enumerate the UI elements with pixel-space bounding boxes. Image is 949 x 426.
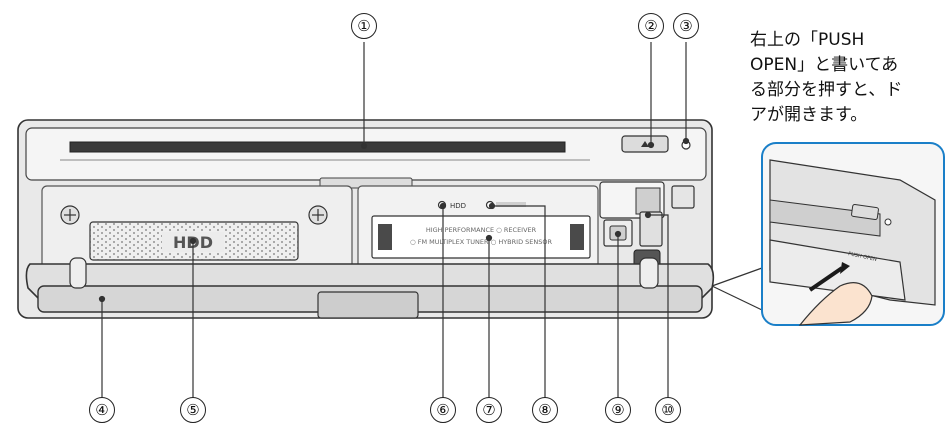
note-line-1: 右上の「PUSH bbox=[750, 30, 865, 50]
callout-5: ⑤ bbox=[180, 397, 206, 423]
note-line-3: る部分を押すと、ド bbox=[750, 80, 903, 100]
callout-8: ⑧ bbox=[532, 397, 558, 423]
release-lever[interactable] bbox=[639, 211, 663, 247]
receiver-text-line2: ○ FM MULTIPLEX TUNER ○ HYBRID SENSOR bbox=[410, 238, 552, 246]
callout-2: ② bbox=[638, 13, 664, 39]
hdd-indicator-label: HDD bbox=[450, 202, 466, 210]
eject-button[interactable] bbox=[621, 135, 669, 153]
note-line-4: アが開きます。 bbox=[750, 105, 868, 125]
front-door[interactable] bbox=[25, 257, 715, 319]
callout-7: ⑦ bbox=[476, 397, 502, 423]
callout-10: ⑩ bbox=[655, 397, 681, 423]
receiver-compartment: HDD HIGH PERFORMANCE ○ RECEIVER ○ FM MUL… bbox=[357, 185, 599, 277]
disc-slot bbox=[60, 141, 590, 161]
receiver-display bbox=[371, 215, 591, 259]
push-open-label: PUSH OPEN bbox=[848, 251, 878, 263]
callout-1: ① bbox=[351, 13, 377, 39]
callout-9: ⑨ bbox=[605, 397, 631, 423]
receiver-text-line1: HIGH PERFORMANCE ○ RECEIVER bbox=[426, 226, 537, 234]
leader-lines bbox=[98, 42, 763, 398]
push-open-inset: PUSH OPEN bbox=[761, 142, 945, 326]
note-line-2: OPEN」と書いてあ bbox=[750, 55, 899, 75]
push-open-note: 右上の「PUSH OPEN」と書いてあ る部分を押すと、ド アが開きます。 bbox=[750, 28, 945, 128]
callout-3: ③ bbox=[673, 13, 699, 39]
callout-4: ④ bbox=[89, 397, 115, 423]
callout-6: ⑥ bbox=[430, 397, 456, 423]
